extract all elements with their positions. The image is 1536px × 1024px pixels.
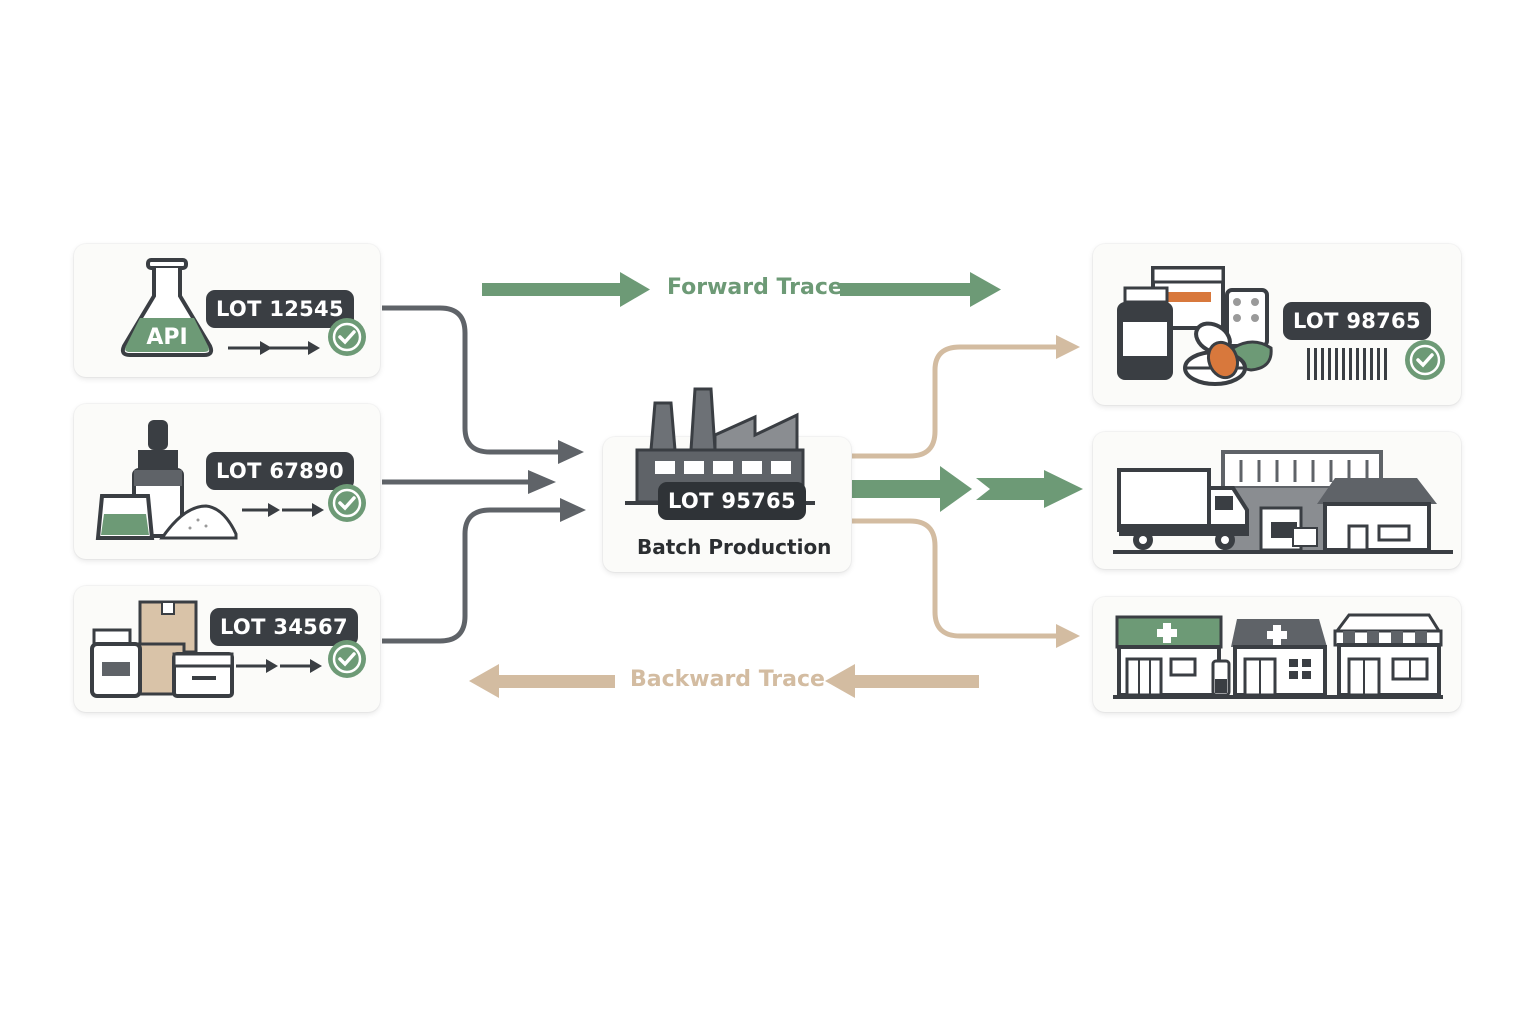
output-connector-top (852, 344, 1058, 459)
check-icon (328, 484, 366, 522)
input-connector-1 (382, 305, 560, 455)
check-icon (1405, 340, 1445, 380)
api-label: API (146, 325, 187, 350)
process-arrows-icon (242, 503, 324, 517)
output-card-products[interactable]: LOT 98765 (1093, 244, 1461, 405)
production-lot: LOT 95765 (658, 482, 806, 520)
flask-api-icon: API (120, 258, 214, 357)
dropper-bottle-powder-icon (95, 420, 238, 540)
process-arrows-icon (236, 659, 322, 673)
output-connector-bottom (852, 518, 1058, 639)
input-arrowhead-1 (558, 440, 584, 464)
output-connector-middle (852, 466, 1083, 512)
input-arrowhead-2 (528, 470, 556, 494)
process-arrows-icon (228, 341, 320, 355)
packaging-boxes-icon (90, 600, 234, 698)
backward-trace-arrow (469, 664, 979, 698)
input-arrowhead-3 (560, 498, 586, 522)
output-arrowhead-bottom (1056, 624, 1080, 648)
forward-trace-label: Forward Trace (667, 275, 843, 300)
supplier-3-lot: LOT 34567 (210, 608, 358, 646)
supplier-card-2[interactable]: LOT 67890 (74, 404, 380, 559)
backward-trace-label: Backward Trace (630, 667, 825, 692)
output-card-distribution[interactable] (1093, 432, 1461, 569)
supplier-1-lot: LOT 12545 (206, 290, 354, 328)
forward-trace-arrow (482, 272, 1001, 307)
check-icon (328, 318, 366, 356)
truck-warehouse-icon (1113, 450, 1453, 554)
output-lot: LOT 98765 (1283, 302, 1431, 340)
input-connector-3 (382, 507, 562, 644)
output-card-retail[interactable] (1093, 597, 1461, 712)
output-arrowhead-top (1056, 335, 1080, 359)
production-caption: Batch Production (637, 535, 832, 559)
check-icon (328, 640, 366, 678)
pharmacy-stores-icon (1113, 613, 1443, 699)
medicine-products-icon (1117, 266, 1273, 386)
supplier-card-3[interactable]: LOT 34567 (74, 586, 380, 712)
supplier-card-1[interactable]: API LOT 12545 (74, 244, 380, 377)
barcode-icon (1307, 348, 1387, 380)
supplier-2-lot: LOT 67890 (206, 452, 354, 490)
